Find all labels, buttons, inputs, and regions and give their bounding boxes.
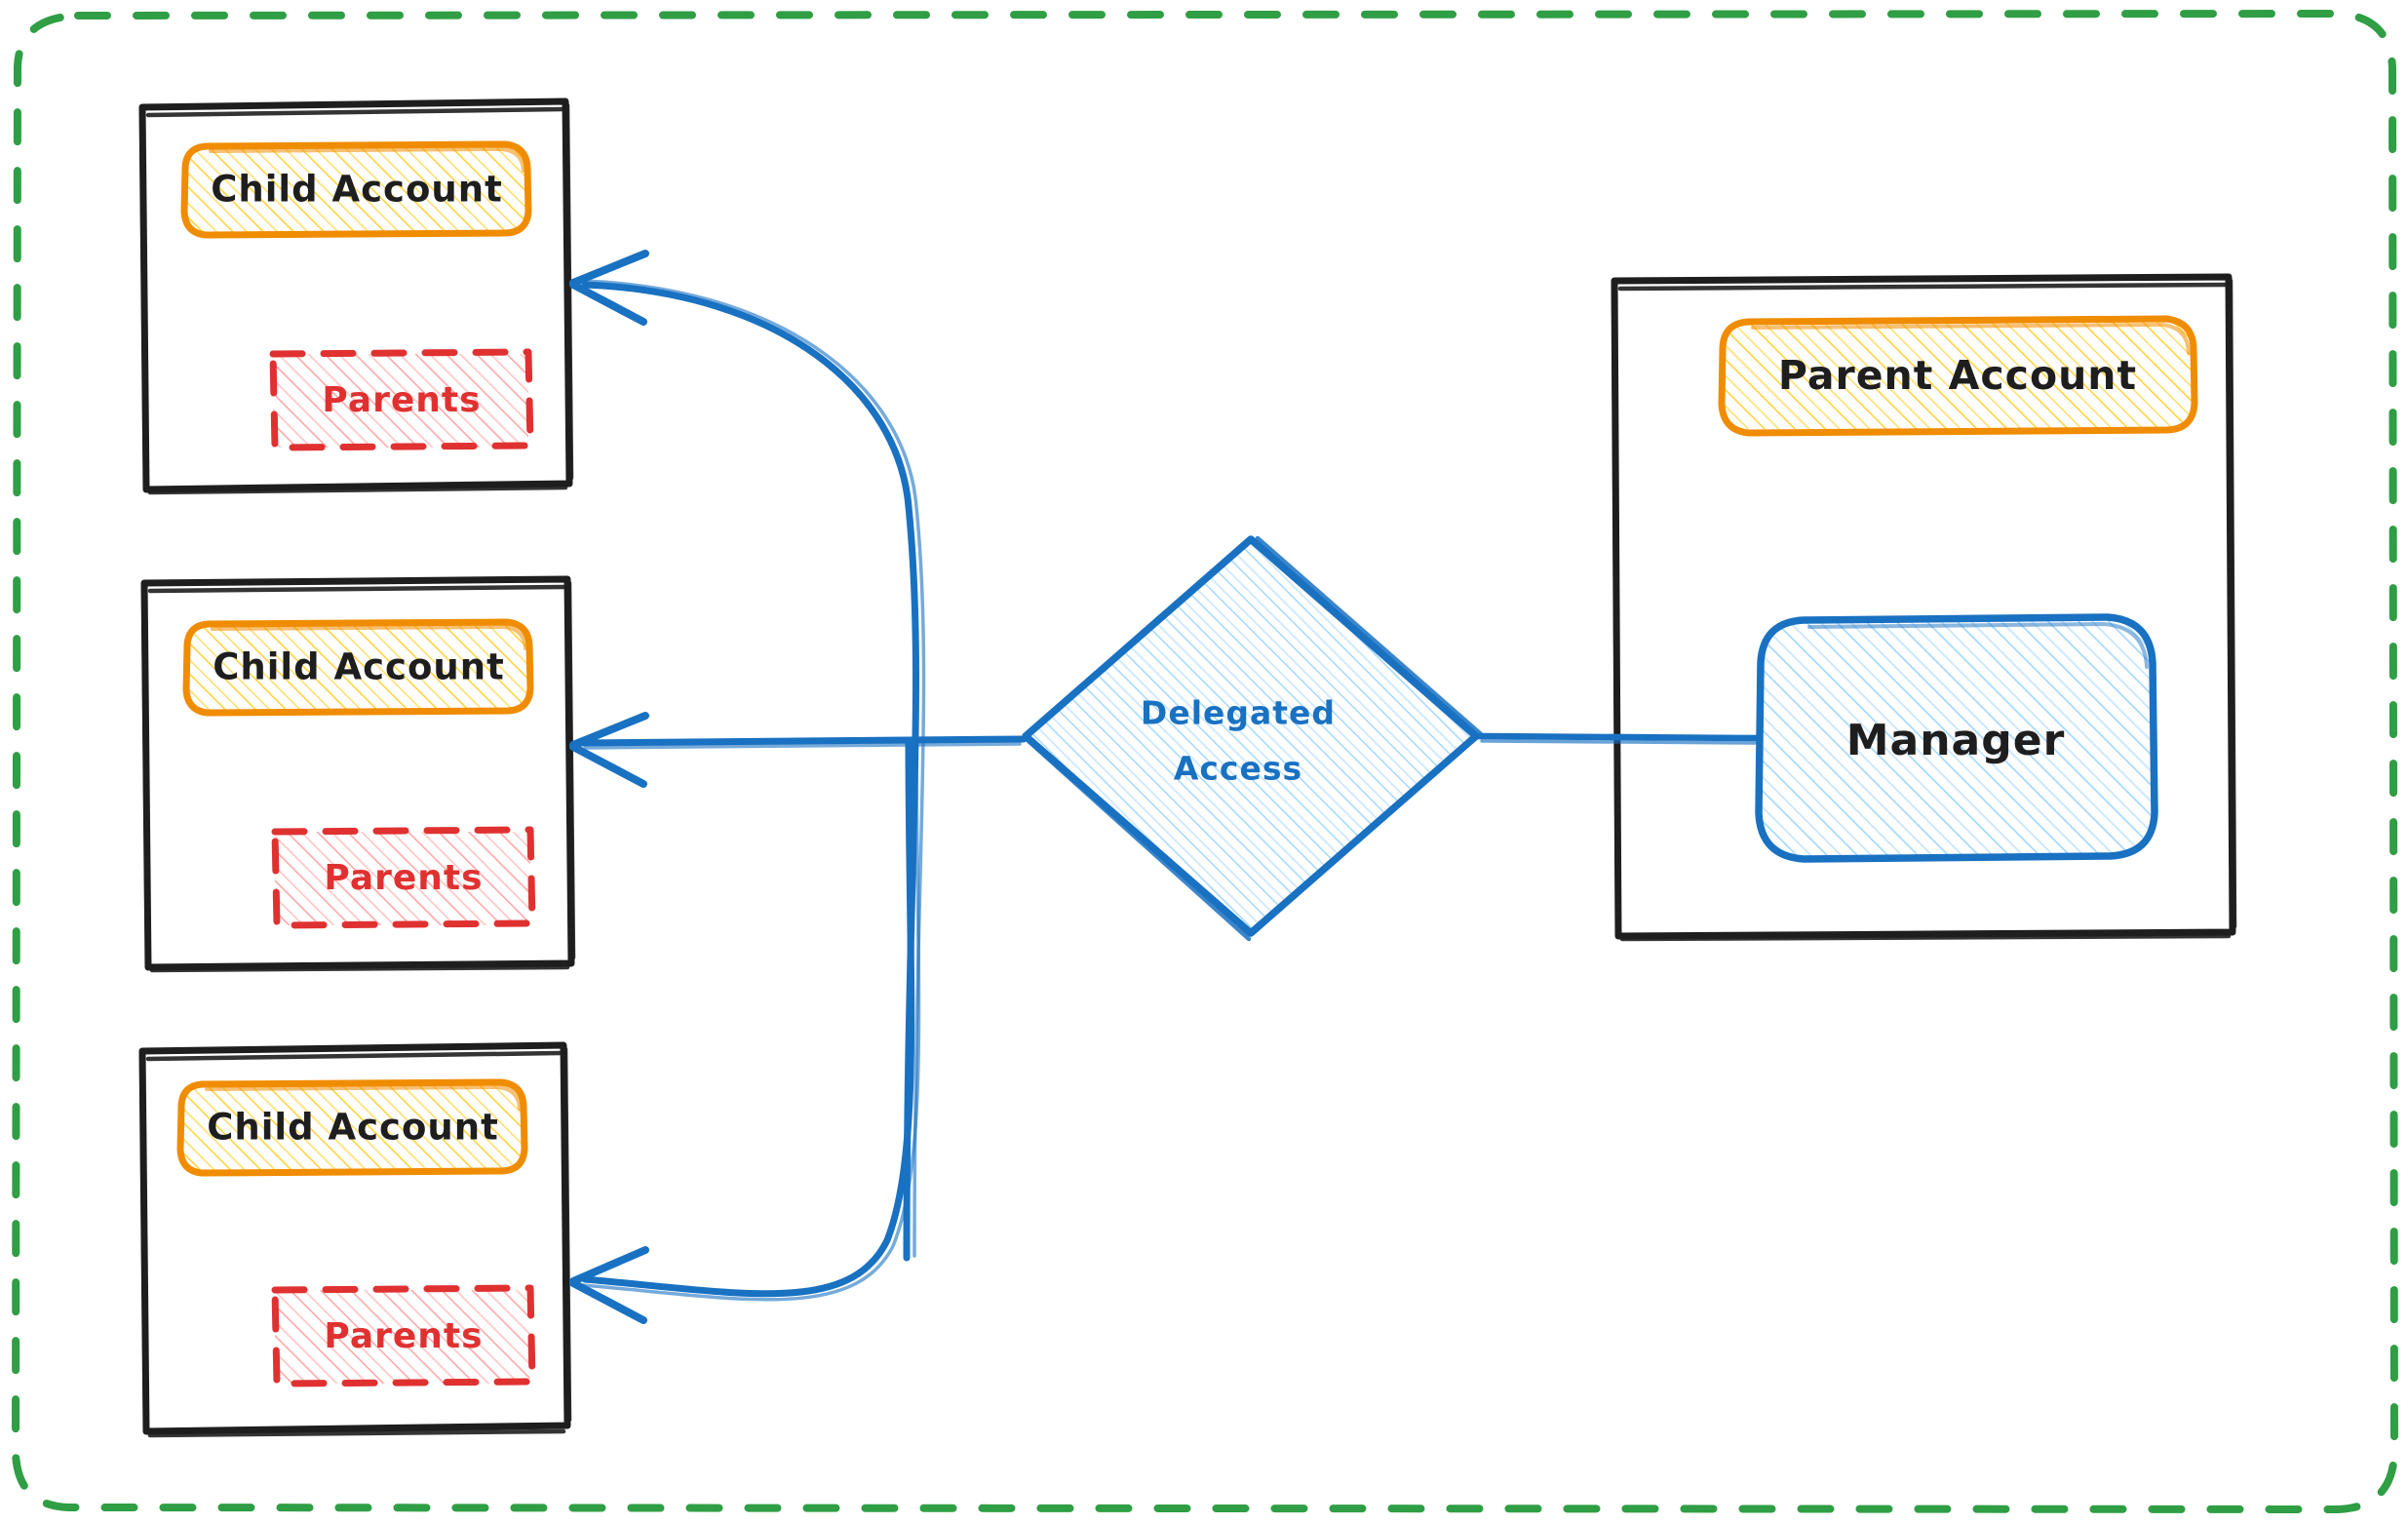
parents-box-2[interactable]: Parents <box>271 826 536 929</box>
parent-container[interactable]: Parent Account Manager <box>1611 273 2237 942</box>
delegated-access-node[interactable]: Delegated Access <box>1022 535 1484 942</box>
delegated-access-label-line2: Access <box>1174 750 1302 788</box>
connector-delegated-to-child-2 <box>569 712 1028 788</box>
delegated-access-label-line1: Delegated <box>1141 694 1336 732</box>
child-account-1[interactable]: Child Account <box>180 140 532 239</box>
child-account-3[interactable]: Child Account <box>176 1078 528 1177</box>
child-container-3[interactable]: Child Account Parents <box>138 1041 572 1438</box>
parents-box-2-label: Parents <box>324 858 483 898</box>
parent-account-label: Parent Account <box>1778 352 2137 399</box>
child-container-2[interactable]: Child Account Parents <box>140 575 576 973</box>
manager-node[interactable]: Manager <box>1755 613 2158 863</box>
child-account-3-label: Child Account <box>207 1107 499 1149</box>
organization-boundary <box>11 9 2399 1514</box>
child-account-1-label: Child Account <box>211 169 503 211</box>
child-account-2[interactable]: Child Account <box>182 618 534 717</box>
parents-box-1-label: Parents <box>322 380 481 420</box>
parents-box-3-label: Parents <box>324 1316 483 1356</box>
connector-delegated-to-child-3 <box>569 737 921 1324</box>
connector-delegated-to-child-1 <box>569 250 926 1262</box>
parent-account[interactable]: Parent Account <box>1718 315 2198 437</box>
connector-manager-to-delegated <box>1474 732 1763 745</box>
parents-box-3[interactable]: Parents <box>271 1284 536 1387</box>
manager-label: Manager <box>1846 716 2066 765</box>
parents-box-1[interactable]: Parents <box>269 348 534 451</box>
child-container-1[interactable]: Child Account Parents <box>138 98 574 495</box>
child-account-2-label: Child Account <box>213 646 505 688</box>
